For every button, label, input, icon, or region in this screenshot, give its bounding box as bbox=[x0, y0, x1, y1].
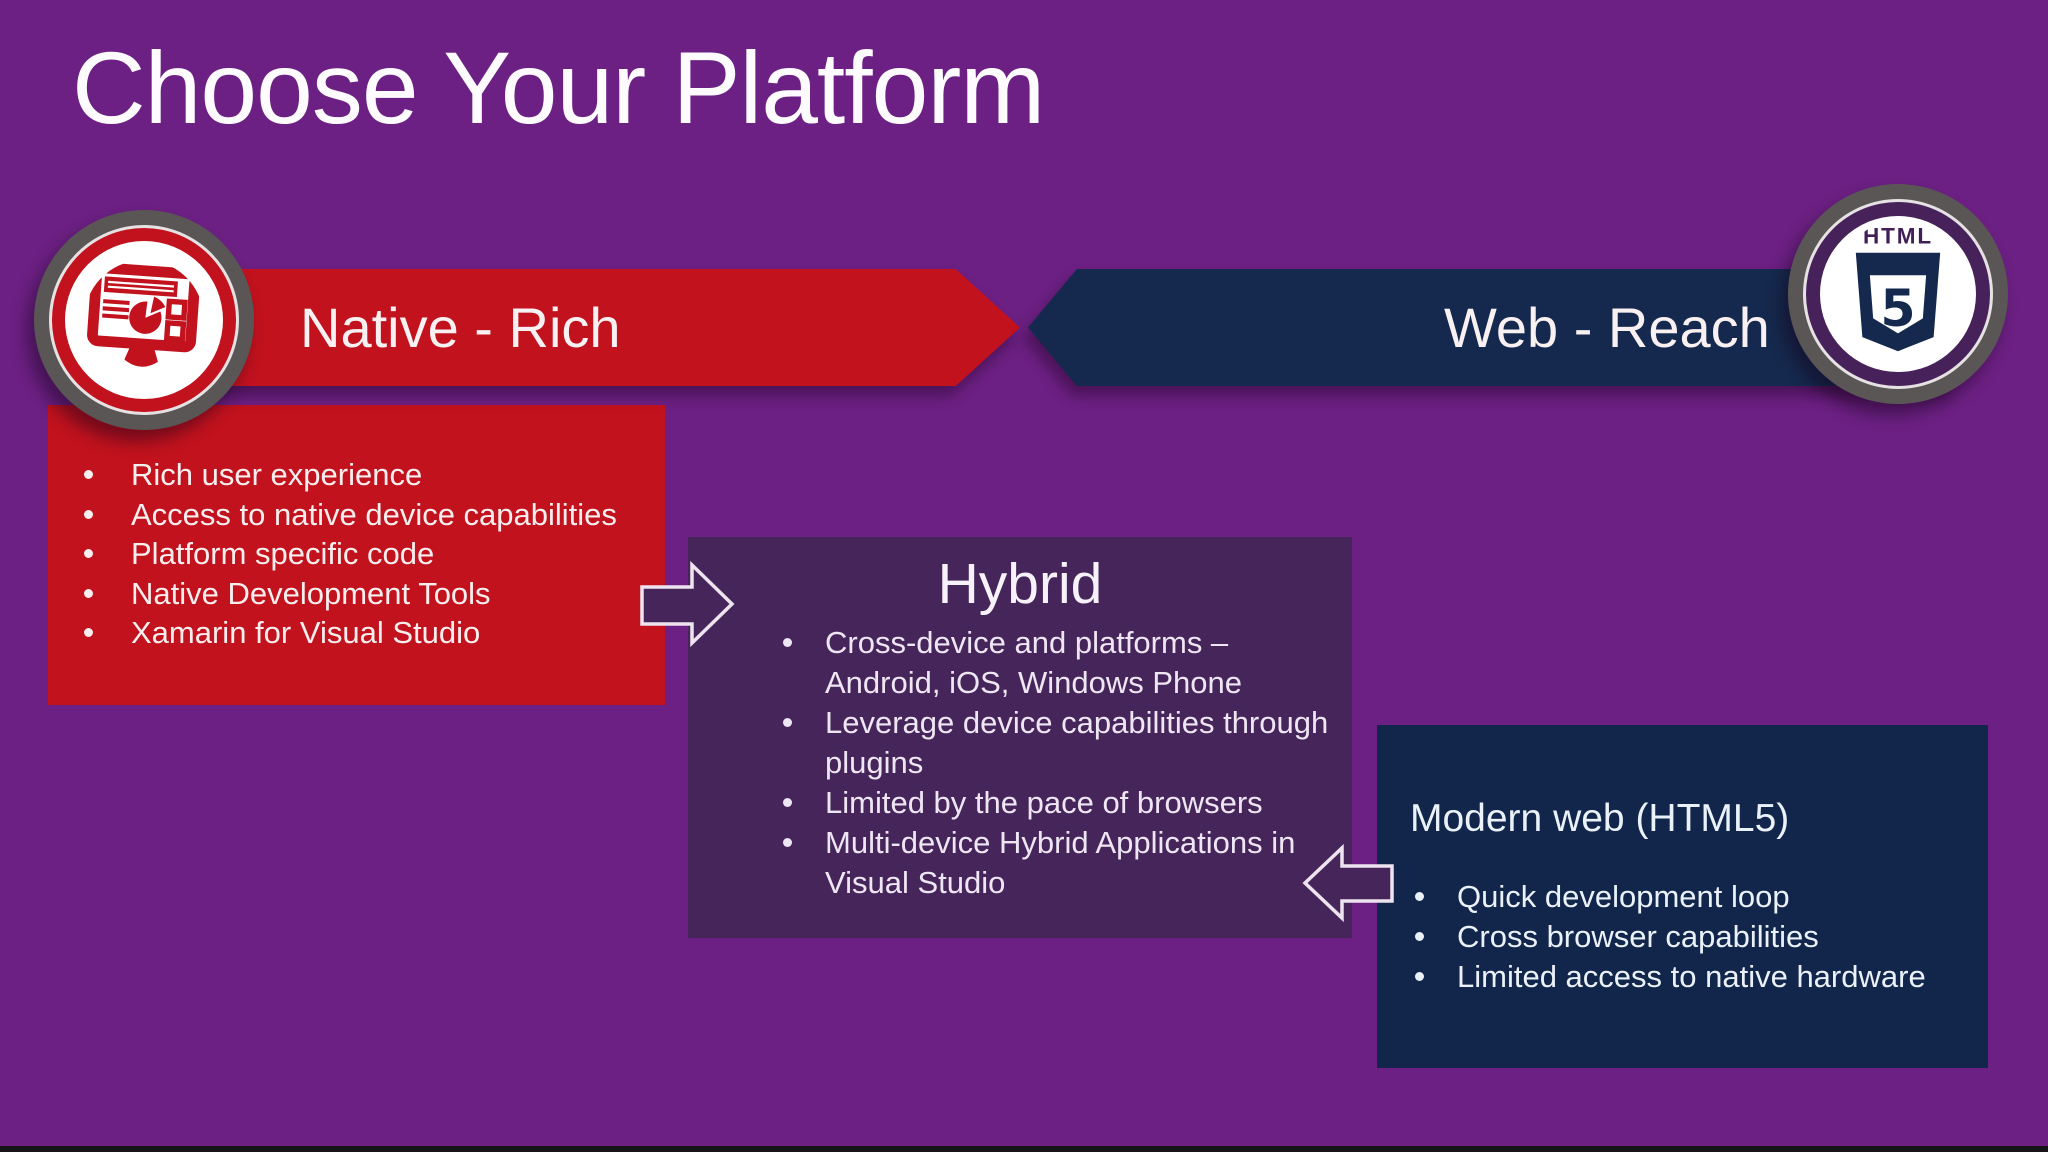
bullet-item: Multi-device Hybrid Applications in Visu… bbox=[688, 823, 1333, 903]
modern-web-box: Modern web (HTML5) Quick development loo… bbox=[1377, 725, 1988, 1068]
bullet-item: Platform specific code bbox=[48, 534, 665, 574]
bullet-item: Limited access to native hardware bbox=[1377, 957, 1988, 997]
web-banner-label: Web - Reach bbox=[1444, 296, 1770, 359]
html5-badge-ring: HTML 5 bbox=[1803, 199, 1993, 389]
native-banner-shape: Native - Rich bbox=[140, 269, 1020, 386]
monitor-dashboard-icon bbox=[87, 262, 201, 367]
bullet-item: Limited by the pace of browsers bbox=[688, 783, 1333, 823]
page-title: Choose Your Platform bbox=[72, 31, 1045, 145]
html5-icon: HTML 5 bbox=[1855, 223, 1941, 352]
native-banner: Native - Rich bbox=[140, 269, 1020, 386]
native-box: Rich user experience Access to native de… bbox=[48, 405, 665, 705]
html5-badge: HTML 5 bbox=[1788, 184, 2008, 404]
bullet-item: Xamarin for Visual Studio bbox=[48, 613, 665, 653]
bullet-item: Leverage device capabilities through plu… bbox=[688, 703, 1333, 783]
arrow-right-icon bbox=[640, 560, 735, 648]
hybrid-bullet-list: Cross-device and platforms – Android, iO… bbox=[688, 623, 1352, 903]
footer-bar bbox=[0, 1146, 2048, 1152]
bullet-item: Native Development Tools bbox=[48, 574, 665, 614]
bullet-item: Rich user experience bbox=[48, 455, 665, 495]
bullet-item: Cross browser capabilities bbox=[1377, 917, 1988, 957]
native-banner-label: Native - Rich bbox=[300, 296, 621, 359]
arrow-left-icon bbox=[1302, 843, 1394, 923]
bullet-item: Access to native device capabilities bbox=[48, 495, 665, 535]
modern-web-title: Modern web (HTML5) bbox=[1410, 797, 1790, 840]
bullet-item: Cross-device and platforms – Android, iO… bbox=[688, 623, 1333, 703]
native-badge bbox=[34, 210, 254, 430]
hybrid-title: Hybrid bbox=[937, 552, 1103, 616]
svg-text:HTML: HTML bbox=[1863, 223, 1933, 248]
svg-text:5: 5 bbox=[1880, 279, 1915, 338]
bullet-item: Quick development loop bbox=[1377, 877, 1988, 917]
modern-web-bullet-list: Quick development loop Cross browser cap… bbox=[1377, 877, 1988, 997]
hybrid-box: Hybrid Cross-device and platforms – Andr… bbox=[688, 537, 1352, 938]
native-bullet-list: Rich user experience Access to native de… bbox=[48, 455, 665, 653]
native-badge-ring bbox=[49, 225, 239, 415]
